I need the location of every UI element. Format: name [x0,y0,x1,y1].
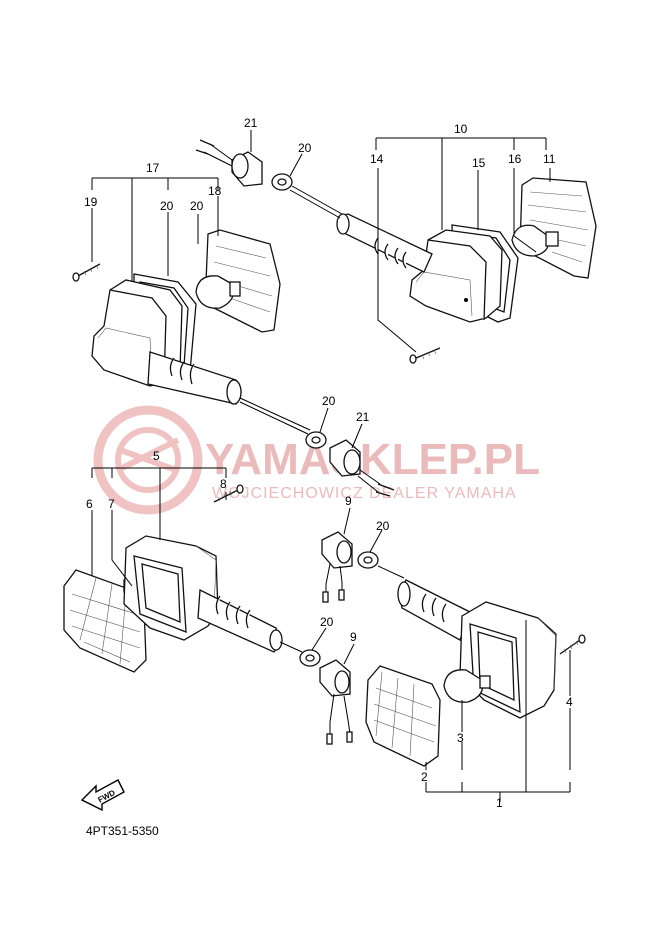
bulb-19 [195,275,241,309]
watermark: YAMASKLEP.PL WOJCIECHOWICZ DEALER YAMAHA [93,405,540,515]
grommet-21-mid [329,439,395,497]
callout-21-top: 21 [244,116,258,130]
socket-9-lower [319,659,353,745]
callout-4: 4 [566,695,573,709]
stem-1 [397,579,471,641]
callout-15: 17 [146,161,160,175]
watermark-title: YAMASKLEP.PL [205,435,540,484]
callout-19: 20 [190,199,204,213]
front-right-flasher-assembly [365,565,586,767]
callout-9-upper: 9 [345,494,352,508]
callout-20-lower: 20 [320,615,334,629]
nut-20-right-mid [357,551,379,569]
nut-20-lower-left [299,649,321,667]
callout-18: 20 [160,199,174,213]
bulb-3 [443,669,491,703]
bulb-14 [511,224,559,257]
fwd-arrow-icon: FWD [80,779,125,812]
callout-1: 1 [496,796,503,810]
screw-17 [72,263,101,282]
lens-2 [365,665,441,767]
flasher-housing-5 [123,535,219,641]
front-left-flasher-assembly [63,484,303,673]
callout-9-lower: 9 [350,630,357,644]
callout-14: 16 [508,152,522,166]
screw-12 [409,347,441,364]
callout-6: 6 [86,497,93,511]
callout-7: 7 [108,497,115,511]
callout-5: 5 [153,449,160,463]
callouts: 10 14 15 16 11 21 20 17 18 19 20 20 20 2… [84,116,573,810]
stem-10 [336,213,433,273]
stem-15 [147,351,242,405]
callout-20-top: 20 [298,141,312,155]
rear-left-flasher-assembly [72,229,311,435]
watermark-subtitle: WOJCIECHOWICZ DEALER YAMAHA [212,485,517,502]
callout-11: 11 [543,152,556,166]
leader-lines [91,130,571,802]
callout-12: 14 [370,152,384,166]
flasher-housing-10 [409,229,503,323]
callout-21-mid: 21 [356,410,370,424]
nut-20-mid [305,431,327,449]
callout-2: 2 [421,770,428,784]
diagram-code: 4PT351-5350 [86,824,159,838]
callout-16: 18 [208,184,222,198]
grommet-21-top [195,139,263,187]
socket-9-upper [321,531,353,603]
callout-13: 15 [472,156,486,170]
callout-17: 19 [84,195,98,209]
callout-10: 10 [454,122,468,136]
callout-3: 3 [457,731,464,745]
nut-20-top [271,173,293,191]
screw-4 [559,634,586,655]
watermark-logo-icon [93,405,203,515]
callout-20-right: 20 [376,519,390,533]
stem-5 [197,588,283,653]
callout-20-mid: 20 [322,394,336,408]
flasher-housing-1 [459,601,557,719]
callout-8: 8 [220,477,227,491]
rear-right-flasher-assembly [289,177,597,364]
